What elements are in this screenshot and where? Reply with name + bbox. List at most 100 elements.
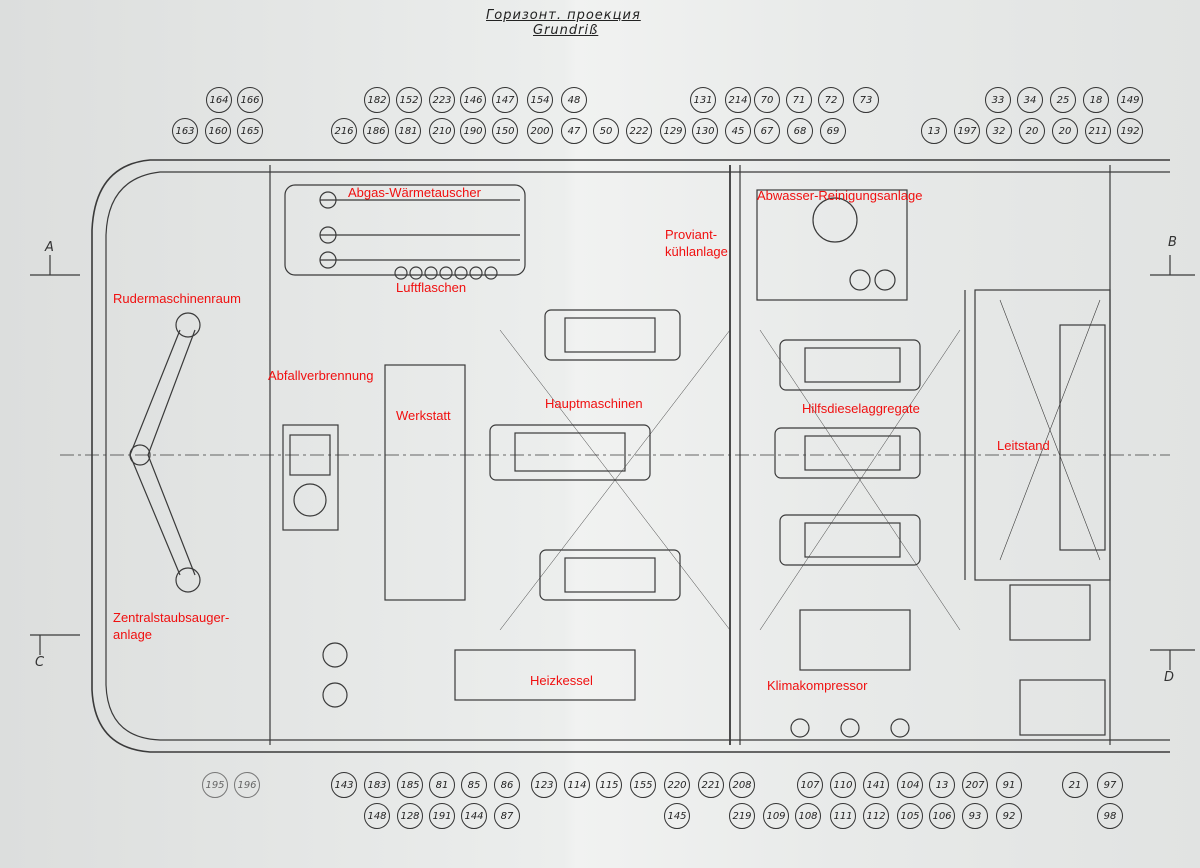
label-luftflaschen: Luftflaschen	[396, 280, 467, 295]
callout-bubble: 20	[1052, 118, 1078, 144]
callout-bubble: 145	[664, 803, 690, 829]
callout-bubble: 165	[237, 118, 263, 144]
label-zentral-line2: anlage	[113, 627, 153, 642]
callout-bubble: 131	[690, 87, 716, 113]
callout-bubble: 112	[863, 803, 889, 829]
callout-bubble: 154	[527, 87, 553, 113]
callout-bubble: 181	[395, 118, 421, 144]
callout-bubble: 98	[1097, 803, 1123, 829]
callout-bubble: 150	[492, 118, 518, 144]
callout-bubble: 69	[820, 118, 846, 144]
callout-bubble: 73	[853, 87, 879, 113]
callout-bubble: 67	[754, 118, 780, 144]
callout-bubble: 115	[596, 772, 622, 798]
callout-bubble: 166	[237, 87, 263, 113]
callout-bubble: 91	[996, 772, 1022, 798]
callout-bubble: 25	[1050, 87, 1076, 113]
label-rudermaschinenraum: Rudermaschinenraum	[113, 291, 241, 306]
callout-bubble: 72	[818, 87, 844, 113]
callout-bubble: 108	[795, 803, 821, 829]
callout-bubble: 47	[561, 118, 587, 144]
callout-bubble: 219	[729, 803, 755, 829]
callout-bubble: 33	[985, 87, 1011, 113]
callout-bubble: 186	[363, 118, 389, 144]
callout-bubble: 144	[461, 803, 487, 829]
callout-bubble: 34	[1017, 87, 1043, 113]
callout-bubble: 152	[396, 87, 422, 113]
callout-bubble: 208	[729, 772, 755, 798]
callout-bubble: 210	[429, 118, 455, 144]
callout-bubble: 92	[996, 803, 1022, 829]
callout-bubble: 107	[797, 772, 823, 798]
callout-bubble: 191	[429, 803, 455, 829]
label-proviant-line1: Proviant-	[665, 227, 718, 242]
callout-bubble: 106	[929, 803, 955, 829]
label-abgas-waermetauscher: Abgas-Wärmetauscher	[348, 185, 481, 200]
callout-bubble: 220	[664, 772, 690, 798]
callout-bubble: 163	[172, 118, 198, 144]
callout-bubble: 146	[460, 87, 486, 113]
callout-bubble: 183	[364, 772, 390, 798]
callout-bubble: 211	[1085, 118, 1111, 144]
callout-bubble: 141	[863, 772, 889, 798]
callout-bubble: 111	[830, 803, 856, 829]
callout-bubble: 81	[429, 772, 455, 798]
aux-diesels	[774, 339, 921, 566]
callout-bubble: 105	[897, 803, 923, 829]
callout-bubble: 221	[698, 772, 724, 798]
callout-bubble: 70	[754, 87, 780, 113]
callout-bubble: 13	[921, 118, 947, 144]
callout-bubble: 87	[494, 803, 520, 829]
callout-bubble: 129	[660, 118, 686, 144]
callout-bubble: 207	[962, 772, 988, 798]
callout-bubble: 104	[897, 772, 923, 798]
callout-bubble: 190	[460, 118, 486, 144]
callout-bubble: 50	[593, 118, 619, 144]
label-werkstatt: Werkstatt	[396, 408, 451, 423]
callout-bubble: 123	[531, 772, 557, 798]
main-engines	[489, 309, 681, 601]
callout-bubble: 18	[1083, 87, 1109, 113]
label-abwasser: Abwasser-Reinigungsanlage	[757, 188, 923, 203]
section-marker-c: C	[35, 655, 45, 670]
callout-bubble: 222	[626, 118, 652, 144]
callout-bubble: 148	[364, 803, 390, 829]
label-leitstand: Leitstand	[997, 438, 1050, 453]
label-zentralstaubsauger: Zentralstaubsauger-anlage	[113, 609, 229, 643]
callout-bubble: 130	[692, 118, 718, 144]
callout-bubble: 85	[461, 772, 487, 798]
callout-bubble: 182	[364, 87, 390, 113]
drawing-title-german: Grundriß	[533, 23, 599, 38]
callout-bubble: 192	[1117, 118, 1143, 144]
callout-bubble: 110	[830, 772, 856, 798]
label-proviant-line2: kühlanlage	[665, 244, 728, 259]
callout-bubble: 196	[234, 772, 260, 798]
callout-bubble: 143	[331, 772, 357, 798]
hull-inner	[105, 171, 1170, 741]
callout-bubble: 214	[725, 87, 751, 113]
callout-bubble: 149	[1117, 87, 1143, 113]
callout-bubble: 109	[763, 803, 789, 829]
callout-bubble: 13	[929, 772, 955, 798]
callout-bubble: 128	[397, 803, 423, 829]
callout-bubble: 20	[1019, 118, 1045, 144]
callout-bubble: 160	[205, 118, 231, 144]
callout-bubble: 195	[202, 772, 228, 798]
callout-bubble: 147	[492, 87, 518, 113]
callout-bubble: 223	[429, 87, 455, 113]
label-abfallverbrennung: Abfallverbrennung	[268, 368, 374, 383]
label-klimakompressor: Klimakompressor	[767, 678, 868, 693]
drawing-title-russian: Горизонт. проекция	[486, 8, 641, 23]
section-marker-b: B	[1168, 235, 1177, 250]
section-marker-a: A	[45, 240, 54, 255]
callout-bubble: 68	[787, 118, 813, 144]
callout-bubble: 164	[206, 87, 232, 113]
label-heizkessel: Heizkessel	[530, 673, 593, 688]
callout-bubble: 200	[527, 118, 553, 144]
callout-bubble: 21	[1062, 772, 1088, 798]
label-proviant: Proviant-kühlanlage	[665, 226, 728, 260]
callout-bubble: 97	[1097, 772, 1123, 798]
hull-outline	[91, 159, 1170, 753]
